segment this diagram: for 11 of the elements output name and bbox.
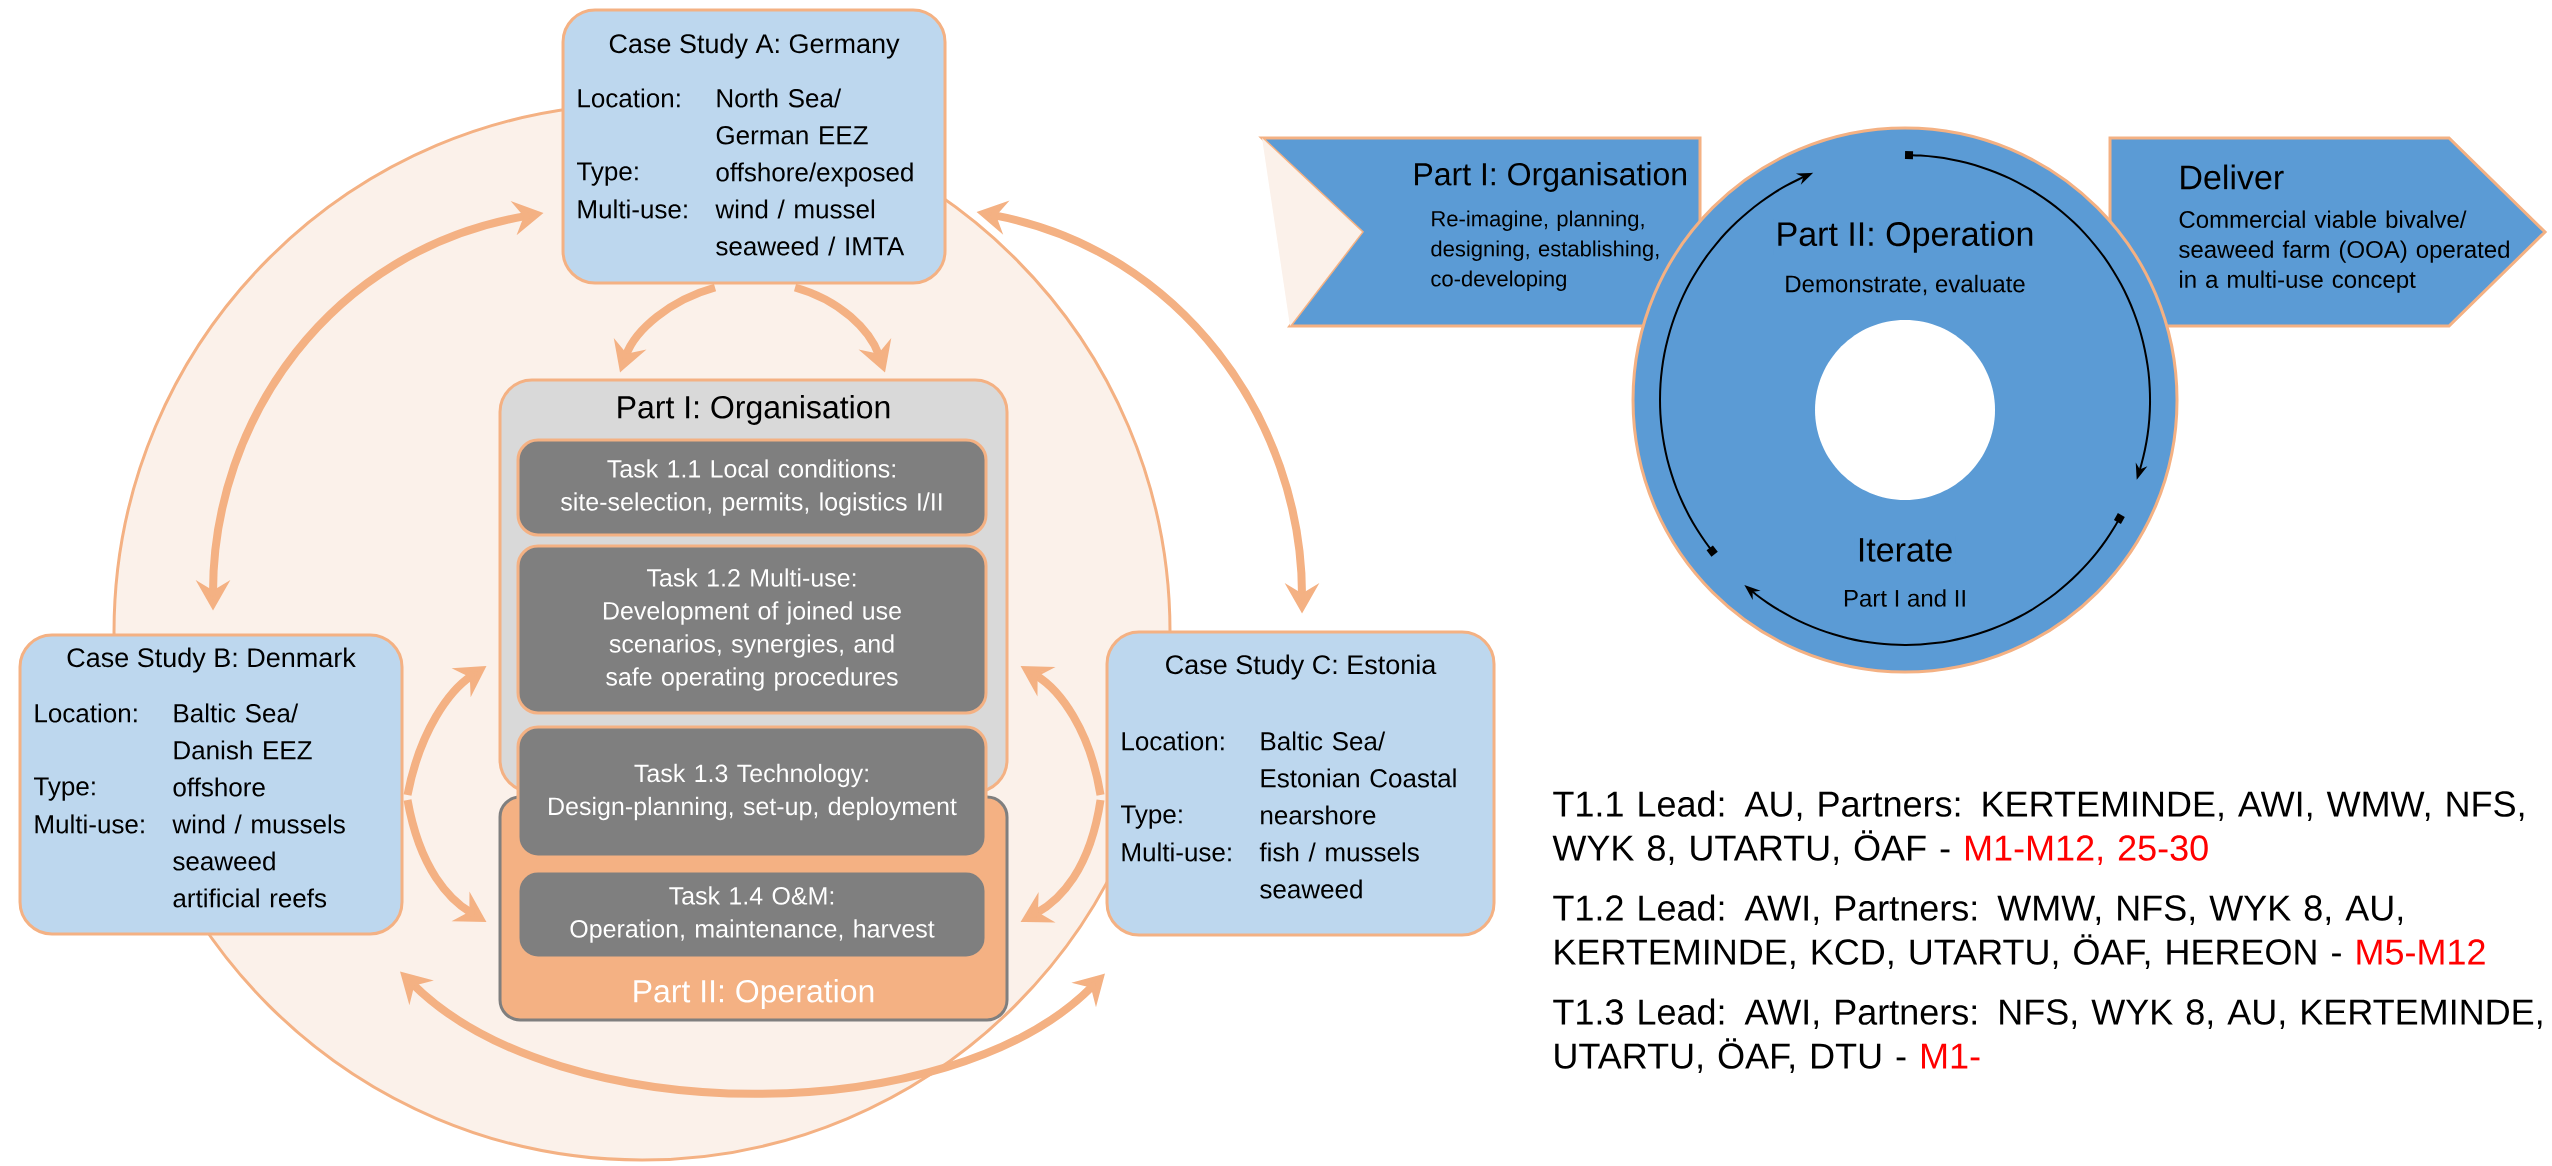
- task-note: T1.1 Lead: AU, Partners: KERTEMINDE, AWI, WMW, NFS, WYK 8, UTARTU, ÖAF - M1-M12, 25-30: [1552, 790, 2524, 866]
- case-study-box: Case Study A: Germany Location: North Sea/ German EEZ Type: offshore/exposed Multi-use: wind / mussel seaweed / IMTA: [561, 8, 947, 285]
- task-note: T1.2 Lead: AWI, Partners: WMW, NFS, WYK 8, AU, KERTEMINDE, KCD, UTARTU, ÖAF, HEREON - M5-M12: [1553, 894, 2485, 970]
- task-box: Task 1.3 Technology: Design-planning, set-up, deployment: [516, 725, 988, 859]
- task-box: Task 1.4 O&M: Operation, maintenance, harvest: [516, 869, 988, 960]
- task-box: Task 1.1 Local conditions: site-selection, permits, logistics I/II: [516, 438, 988, 537]
- case-study-box: Case Study B: Denmark Location: Baltic Sea/ Danish EEZ Type: offshore Multi-use: wind / mussels seaweed artificial reefs: [18, 633, 404, 936]
- task-note: T1.3 Lead: AWI, Partners: NFS, WYK 8, AU, KERTEMINDE, UTARTU, ÖAF, DTU - M1-: [1553, 998, 2542, 1074]
- case-study-box: Case Study C: Estonia Location: Baltic Sea/ Estonian Coastal Type: nearshore Multi-use: fish / mussels seaweed: [1105, 630, 1496, 937]
- process-band: Deliver Commercial viable bivalve/ seaweed farm (OOA) operated in a multi-use concept: [2108, 136, 2548, 328]
- task-box: Task 1.2 Multi-use: Development of joined use scenarios, synergies, and safe operating procedures: [516, 544, 988, 715]
